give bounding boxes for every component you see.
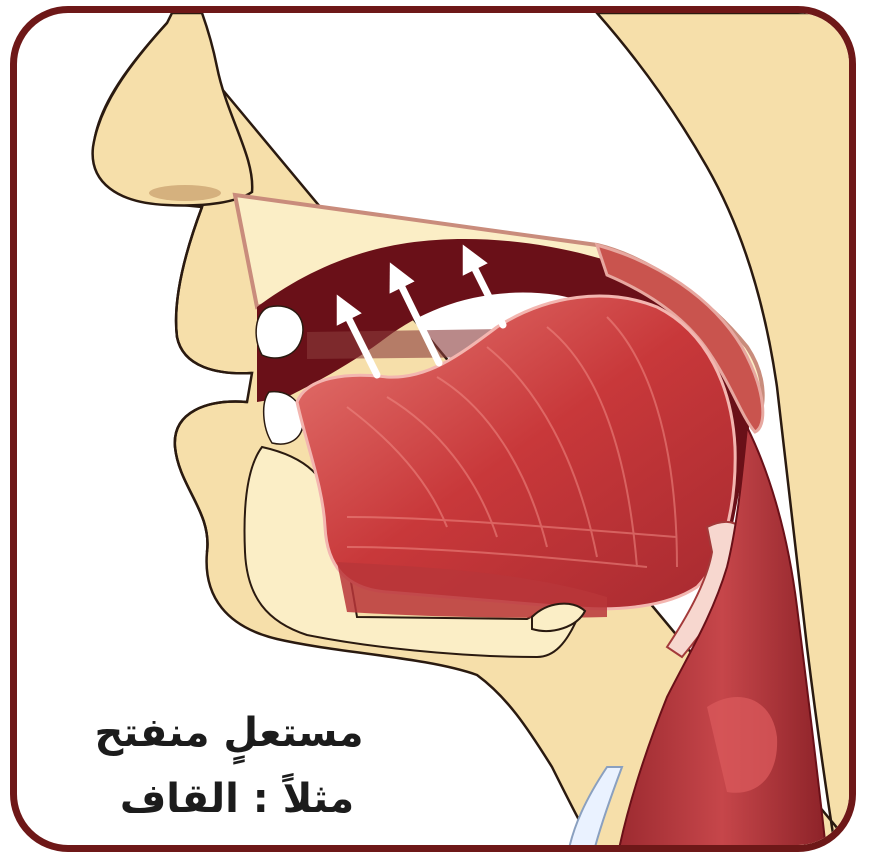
upper-teeth	[256, 306, 303, 358]
nose	[93, 13, 253, 205]
diagram-frame: مستعلٍ منفتح مثلاً : القاف	[10, 6, 856, 852]
caption-example-letter: مثلاً : القاف	[107, 779, 367, 819]
caption-articulation-type: مستعلٍ منفتح	[79, 713, 379, 753]
